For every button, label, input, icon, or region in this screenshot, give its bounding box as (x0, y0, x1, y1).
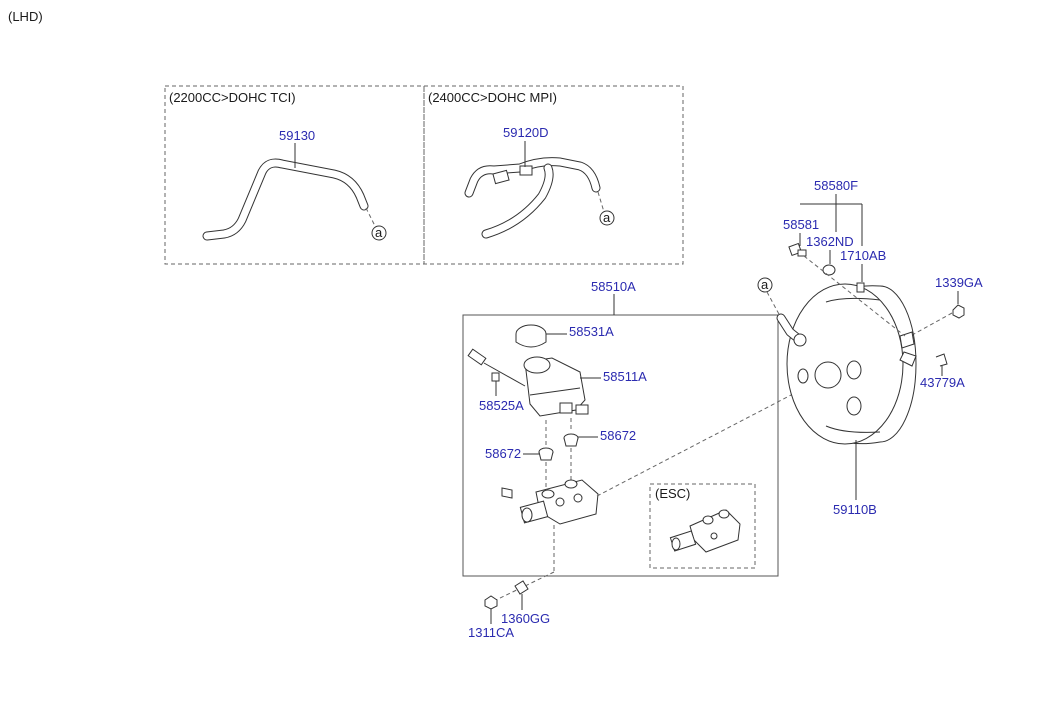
ref-marker-a-3-text: a (761, 277, 769, 292)
leader-58580F (800, 194, 863, 246)
part-label-1362ND[interactable]: 1362ND (806, 234, 854, 249)
vacuum-hose-59130 (202, 158, 369, 241)
nut-1311CA (484, 595, 498, 610)
clip-1710AB (856, 282, 865, 293)
grommet-58672-right (563, 433, 579, 447)
variant-box-esc (649, 483, 756, 569)
variant-label-tci: (2200CC>DOHC TCI) (169, 90, 296, 105)
part-label-58510A[interactable]: 58510A (591, 279, 636, 294)
master-cylinder (501, 479, 599, 525)
assembly-line-9 (913, 312, 953, 335)
variant-label-mpi: (2400CC>DOHC MPI) (428, 90, 557, 105)
part-label-1311CA[interactable]: 1311CA (468, 625, 514, 640)
part-label-59110B[interactable]: 59110B (833, 502, 877, 517)
grommet-58672-left (538, 447, 554, 461)
bolt-58581 (788, 242, 807, 257)
part-label-43779A[interactable]: 43779A (920, 375, 965, 390)
nut-1339GA (952, 304, 965, 319)
ref-marker-a-1-text: a (375, 225, 383, 240)
clip-43779A (935, 353, 948, 367)
washer-1362ND (822, 264, 836, 276)
ref-marker-a-2 (599, 210, 615, 226)
assembly-line-7 (495, 571, 555, 601)
vacuum-hose-59120D (464, 157, 601, 239)
master-cylinder-esc (669, 509, 741, 553)
part-label-58672-left[interactable]: 58672 (485, 446, 521, 461)
variant-box-mpi (423, 85, 684, 265)
variant-label-esc: (ESC) (655, 486, 690, 501)
reservoir-58511A (523, 356, 589, 417)
part-label-58511A[interactable]: 58511A (603, 369, 647, 384)
drive-side-label: (LHD) (8, 9, 43, 24)
check-valve-hose (776, 313, 807, 347)
washer-1360GG (514, 580, 529, 595)
part-label-58581[interactable]: 58581 (783, 217, 819, 232)
part-label-58672-right[interactable]: 58672 (600, 428, 636, 443)
ref-marker-a-2-text: a (603, 210, 611, 225)
assembly-line-8 (803, 255, 906, 337)
part-label-59130[interactable]: 59130 (279, 128, 315, 143)
part-label-58580F[interactable]: 58580F (814, 178, 858, 193)
brake-booster-59110B (786, 283, 917, 445)
leader-59130-ref (365, 207, 376, 227)
part-label-59120D[interactable]: 59120D (503, 125, 549, 140)
leader-a3-hose (766, 291, 781, 317)
ref-marker-a-3 (757, 277, 773, 293)
part-label-1710AB[interactable]: 1710AB (840, 248, 886, 263)
part-label-1360GG[interactable]: 1360GG (501, 611, 550, 626)
part-label-58531A[interactable]: 58531A (569, 324, 614, 339)
variant-box-tci (164, 85, 425, 265)
part-label-1339GA[interactable]: 1339GA (935, 275, 983, 290)
master-cylinder-group-box (462, 314, 779, 577)
part-label-58525A[interactable]: 58525A (479, 398, 524, 413)
level-sensor-58525A (467, 348, 526, 387)
leader-59120D-ref (597, 191, 605, 213)
ref-marker-a-1 (371, 225, 387, 241)
reservoir-cap-58531A (515, 324, 547, 348)
